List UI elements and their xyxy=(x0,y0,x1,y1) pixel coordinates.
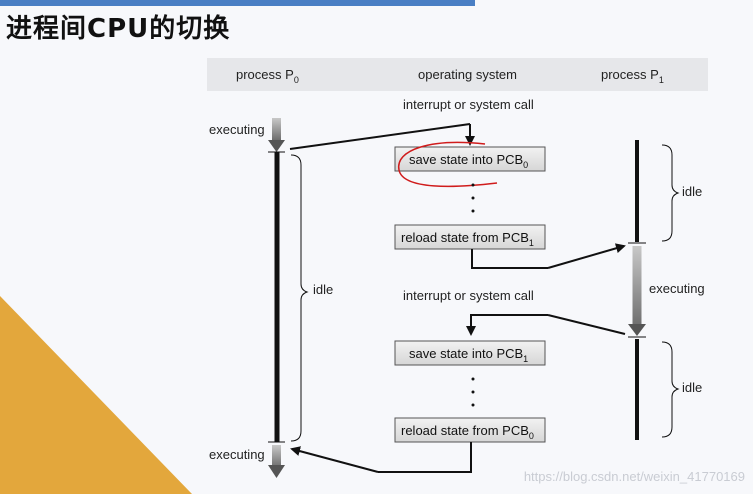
reload-state-pcb1-box xyxy=(394,224,546,250)
header-operating-system: operating system xyxy=(418,67,517,82)
header-process-p0: process P0 xyxy=(236,67,299,85)
ellipsis-dot xyxy=(471,390,475,394)
idle-brace-right-top xyxy=(661,144,680,242)
executing-label-bottom: executing xyxy=(209,447,265,462)
reload-state-pcb0-box xyxy=(394,417,546,443)
idle-brace-left xyxy=(290,154,309,442)
executing-bar-right xyxy=(632,246,642,326)
ellipsis-dot xyxy=(471,377,475,381)
save-state-pcb0-box xyxy=(394,146,546,172)
header-process-p1: process P1 xyxy=(601,67,664,85)
ellipsis-dot xyxy=(471,183,475,187)
arrow-to-os-2 xyxy=(547,314,626,335)
save-state-pcb1-label: save state into PCB1 xyxy=(409,346,528,364)
arrow-to-p1-head xyxy=(547,243,626,269)
arrow-to-p0-head xyxy=(290,446,379,473)
save-state-pcb1-box xyxy=(394,340,546,366)
executing-arrowhead-bottom xyxy=(268,465,285,478)
arrow-to-p0 xyxy=(378,442,472,473)
executing-bar-top xyxy=(272,118,281,140)
reload-state-pcb0-label: reload state from PCB0 xyxy=(401,423,534,441)
ellipsis-dot xyxy=(471,196,475,200)
executing-label-top: executing xyxy=(209,122,265,137)
arrow-into-save-1 xyxy=(466,314,548,336)
top-accent-bar xyxy=(0,0,475,6)
arrow-to-p1 xyxy=(471,249,548,269)
save-state-pcb0-label: save state into PCB0 xyxy=(409,152,528,170)
idle-label-right-top: idle xyxy=(682,184,702,199)
executing-bar-bottom xyxy=(272,445,281,467)
reload-state-pcb1-label: reload state from PCB1 xyxy=(401,230,534,248)
page-title: 进程间CPU的切换 xyxy=(6,14,231,44)
arrow-to-os-1 xyxy=(289,123,471,150)
idle-brace-right-bottom xyxy=(661,341,680,438)
executing-arrowhead-top xyxy=(268,140,285,152)
executing-label-right: executing xyxy=(649,281,705,296)
ellipsis-dot xyxy=(471,403,475,407)
executing-arrowhead-right xyxy=(628,324,646,336)
red-annotation-circle xyxy=(398,141,498,188)
idle-label-left: idle xyxy=(313,282,333,297)
header-band xyxy=(207,58,708,91)
ellipsis-dot xyxy=(471,209,475,213)
idle-label-right-bottom: idle xyxy=(682,380,702,395)
interrupt-label-1: interrupt or system call xyxy=(403,97,534,112)
watermark: https://blog.csdn.net/weixin_41770169 xyxy=(523,469,745,484)
interrupt-label-2: interrupt or system call xyxy=(403,288,534,303)
